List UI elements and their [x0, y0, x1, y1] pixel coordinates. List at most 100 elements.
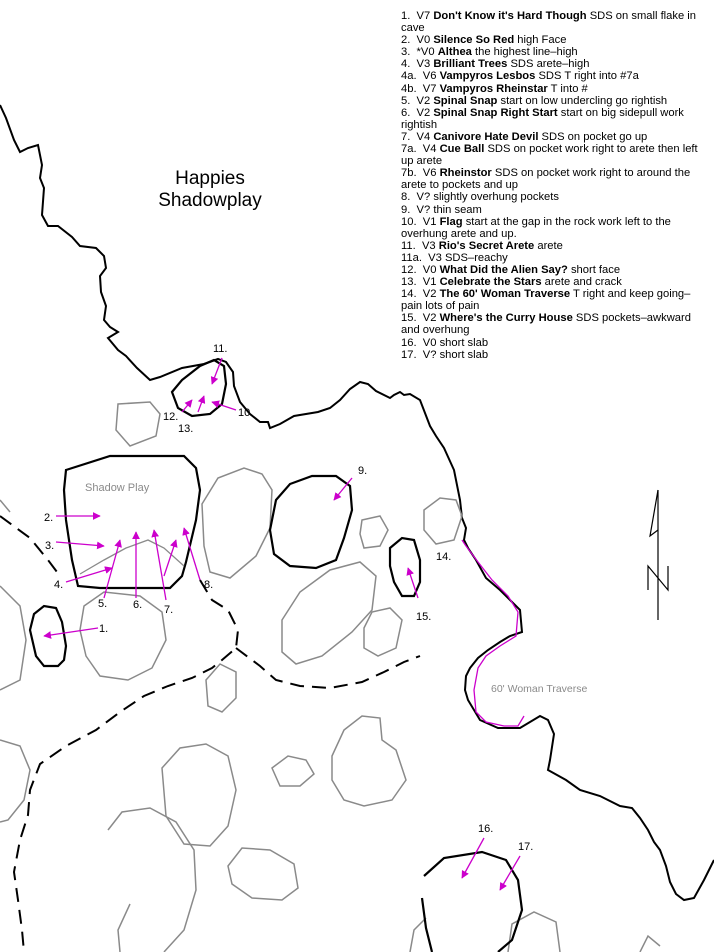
route-entry: 3. *V0 Althea the highest line–high — [401, 46, 701, 58]
traverse-line — [461, 539, 525, 727]
route-grade: V2 — [422, 288, 440, 301]
route-entry: 5. V2 Spinal Snap start on low underclin… — [401, 95, 701, 107]
route-legend: 1. V7 Don't Know it's Hard Though SDS on… — [401, 10, 701, 361]
route-description: SDS pockets–awkward and overhung — [401, 312, 695, 337]
route-description: high Face — [517, 34, 567, 47]
route-grade: V4 — [416, 130, 434, 143]
route-name: Vampyros Rheinstar — [439, 82, 548, 95]
route-number: 10. — [401, 215, 423, 228]
route-entry: 13. V1 Celebrate the Stars arete and cra… — [401, 276, 701, 288]
area-title: Happies — [175, 168, 245, 189]
north-label: N — [0, 0, 1, 1]
marker-9: 9. — [358, 465, 367, 477]
route-entry: 12. V0 What Did the Alien Say? short fac… — [401, 264, 701, 276]
route-entry: 14. V2 The 60' Woman Traverse T right an… — [401, 288, 701, 312]
route-grade: V6 — [422, 70, 440, 83]
route-name: What Did the Alien Say? — [439, 263, 568, 276]
route-grade: V0 — [422, 263, 440, 276]
route-grade: V7 — [422, 82, 440, 95]
route-name: Brilliant Trees — [433, 58, 508, 71]
marker-3: 3. — [45, 540, 54, 552]
route-description: start on big sidepull work rightish — [401, 106, 688, 131]
route-name: Silence So Red — [433, 34, 515, 47]
route-number: 7. — [401, 130, 417, 143]
route-grade: V6 — [422, 167, 440, 180]
route-number: 5. — [401, 94, 417, 107]
route-name: Spinal Snap Right Start — [433, 106, 558, 119]
route-description: SDS on pocket work right to around the a… — [401, 167, 694, 192]
route-number: 13. — [401, 276, 423, 289]
route-entry: 17. V? short slab — [401, 349, 701, 361]
route-description: arete — [537, 239, 563, 252]
route-entry: 10. V1 Flag start at the gap in the rock… — [401, 216, 701, 240]
marker-15: 15. — [416, 611, 431, 623]
route-number: 15. — [401, 312, 423, 325]
marker-1: 1. — [99, 623, 108, 635]
route-entry: 7. V4 Canivore Hate Devil SDS on pocket … — [401, 131, 701, 143]
route-name: Rio's Secret Arete — [438, 239, 535, 252]
route-number: 4. — [401, 58, 417, 71]
route-description: short slab — [439, 348, 489, 361]
arrow-7 — [151, 529, 167, 601]
marker-12: 12. — [163, 411, 178, 423]
route-name: Where's the Curry House — [439, 312, 573, 325]
route-entry: 6. V2 Spinal Snap Right Start start on b… — [401, 107, 701, 131]
route-entry: 15. V2 Where's the Curry House SDS pocke… — [401, 312, 701, 336]
route-entry: 1. V7 Don't Know it's Hard Though SDS on… — [401, 10, 701, 34]
route-entry: 16. V0 short slab — [401, 337, 701, 349]
route-name: Canivore Hate Devil — [433, 130, 539, 143]
route-description: the highest line–high — [475, 46, 578, 59]
route-grade: V2 — [416, 106, 434, 119]
route-entry: 11a. V3 SDS–reachy — [401, 252, 701, 264]
route-name: The 60' Woman Traverse — [439, 288, 571, 301]
route-name: Celebrate the Stars — [439, 276, 542, 289]
route-grade: V? — [422, 348, 440, 361]
arrow-16 — [461, 837, 485, 879]
marker-7: 7. — [164, 604, 173, 616]
route-grade: V4 — [422, 143, 440, 156]
route-name: Vampyros Lesbos — [439, 70, 536, 83]
route-number: 3. — [401, 46, 417, 59]
route-name: Cue Ball — [439, 143, 485, 156]
shadow-play-features — [79, 539, 185, 575]
route-grade: V0 — [416, 34, 434, 47]
route-entry: 2. V0 Silence So Red high Face — [401, 34, 701, 46]
route-number: 6. — [401, 106, 417, 119]
route-description: start on low undercling go rightish — [500, 94, 668, 107]
route-grade: V2 — [422, 312, 440, 325]
trail-dashed — [0, 515, 421, 952]
route-arrows — [43, 357, 521, 891]
arrow-5 — [103, 539, 122, 599]
route-entry: 7a. V4 Cue Ball SDS on pocket work right… — [401, 143, 701, 167]
arrow-1 — [43, 627, 99, 639]
route-description: short face — [570, 263, 621, 276]
route-grade: V1 — [422, 276, 440, 289]
marker-14: 14. — [436, 551, 451, 563]
marker-13: 13. — [178, 423, 193, 435]
boulders-other — [0, 401, 661, 952]
route-grade: V? — [416, 203, 434, 216]
route-number: 7a. — [401, 143, 423, 156]
arrow-4 — [65, 566, 113, 583]
route-grade: V3 — [428, 251, 445, 264]
arrow-8 — [182, 527, 201, 581]
route-name: Flag — [439, 215, 463, 228]
route-grade: V1 — [422, 215, 440, 228]
marker-17: 17. — [518, 841, 533, 853]
route-description: SDS on small flake in cave — [401, 10, 700, 35]
route-description: SDS on pocket work right to arete then l… — [401, 143, 701, 168]
arrow-13 — [197, 395, 206, 413]
route-description: SDS–reachy — [444, 251, 508, 264]
marker-11: 11. — [213, 343, 227, 355]
route-grade: V7 — [416, 10, 434, 22]
route-number: 17. — [401, 348, 423, 361]
route-name: Althea — [437, 46, 472, 59]
route-number: 11a. — [401, 251, 429, 264]
route-number: 14. — [401, 288, 423, 301]
route-entry: 4. V3 Brilliant Trees SDS arete–high — [401, 58, 701, 70]
north-arrow — [647, 489, 669, 620]
arrow-9 — [333, 477, 353, 501]
marker-4: 4. — [54, 579, 63, 591]
arrow-15 — [406, 567, 419, 599]
